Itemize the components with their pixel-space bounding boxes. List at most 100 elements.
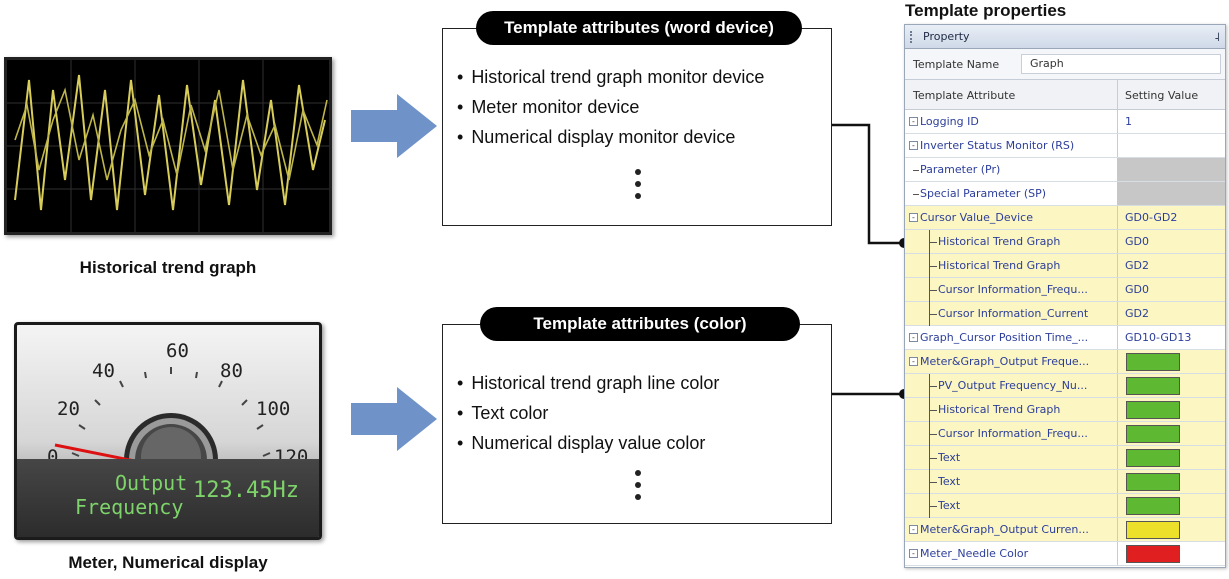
color-swatch[interactable] <box>1126 449 1180 467</box>
property-row[interactable]: Parameter (Pr) <box>905 158 1225 182</box>
property-row[interactable]: Cursor Information_Frequ... GD0 <box>905 278 1225 302</box>
property-row[interactable]: -Meter_Needle Color <box>905 542 1225 566</box>
color-swatch[interactable] <box>1126 545 1180 563</box>
more-dots-icon <box>635 470 641 506</box>
property-name: Cursor Information_Current <box>938 307 1089 320</box>
expand-toggle-icon[interactable]: - <box>909 549 918 558</box>
property-row[interactable]: Historical Trend Graph <box>905 398 1225 422</box>
property-row[interactable]: -Graph_Cursor Position Time_... GD10-GD13 <box>905 326 1225 350</box>
property-name: Text <box>938 475 961 488</box>
property-name: Cursor Information_Frequ... <box>938 427 1088 440</box>
color-swatch[interactable] <box>1126 425 1180 443</box>
meter-caption: Meter, Numerical display <box>68 553 268 572</box>
property-name: Cursor Information_Frequ... <box>938 283 1088 296</box>
list-item: Historical trend graph monitor device <box>457 62 764 92</box>
color-swatch[interactable] <box>1126 353 1180 371</box>
property-panel: Property ˨ Template Name Graph Template … <box>904 24 1226 568</box>
expand-toggle-icon[interactable]: - <box>909 525 918 534</box>
disabled-value-cell <box>1117 158 1225 181</box>
property-name: Text <box>938 499 961 512</box>
trend-line-2 <box>14 87 328 181</box>
color-swatch[interactable] <box>1126 497 1180 515</box>
list-item: Numerical display monitor device <box>457 122 764 152</box>
property-row[interactable]: Text <box>905 446 1225 470</box>
property-value[interactable]: GD0 <box>1125 283 1149 296</box>
display-label-output: Output <box>115 471 188 495</box>
expand-toggle-icon[interactable]: - <box>909 141 918 150</box>
more-dots-icon <box>635 169 641 205</box>
word-device-list: Historical trend graph monitor device Me… <box>457 62 764 152</box>
trend-graph-plot <box>7 60 329 232</box>
numerical-display: Output Frequency 123.45Hz <box>17 459 319 537</box>
property-name: Graph_Cursor Position Time_... <box>920 331 1089 344</box>
list-item: Text color <box>457 398 719 428</box>
property-value[interactable]: GD2 <box>1125 307 1149 320</box>
expand-toggle-icon[interactable]: - <box>909 117 918 126</box>
property-name: Inverter Status Monitor (RS) <box>920 139 1075 152</box>
property-name: Special Parameter (SP) <box>920 187 1047 200</box>
template-name-row: Template Name Graph <box>905 49 1225 80</box>
color-swatch[interactable] <box>1126 401 1180 419</box>
meter-scale-60: 60 <box>166 340 189 362</box>
property-name: PV_Output Frequency_Nu... <box>938 379 1088 392</box>
property-row[interactable]: Text <box>905 470 1225 494</box>
template-name-field[interactable]: Graph <box>1021 54 1221 74</box>
connector-lines <box>832 123 909 399</box>
property-value[interactable]: GD0 <box>1125 235 1149 248</box>
property-value[interactable]: 1 <box>1125 115 1132 128</box>
property-row[interactable]: Historical Trend Graph GD0 <box>905 230 1225 254</box>
list-item: Numerical display value color <box>457 428 719 458</box>
property-row[interactable]: Special Parameter (SP) <box>905 182 1225 206</box>
property-row[interactable]: PV_Output Frequency_Nu... <box>905 374 1225 398</box>
property-value[interactable]: GD10-GD13 <box>1125 331 1192 344</box>
property-name: Meter_Needle Color <box>920 547 1029 560</box>
color-attributes-box: Historical trend graph line color Text c… <box>442 324 832 524</box>
property-row[interactable]: Text <box>905 494 1225 518</box>
expand-toggle-icon[interactable]: - <box>909 213 918 222</box>
meter-scale-100: 100 <box>256 398 291 420</box>
property-name: Cursor Value_Device <box>920 211 1033 224</box>
meter-scale-20: 20 <box>57 398 80 420</box>
property-name: Meter&Graph_Output Curren... <box>920 523 1089 536</box>
color-title: Template attributes (color) <box>480 307 800 341</box>
meter-scale-80: 80 <box>220 360 243 382</box>
meter-scale-0: 0 <box>47 446 59 468</box>
color-swatch[interactable] <box>1126 377 1180 395</box>
property-row[interactable]: Cursor Information_Frequ... <box>905 422 1225 446</box>
meter-scale-40: 40 <box>92 360 115 382</box>
trend-graph-caption: Historical trend graph <box>79 258 257 277</box>
display-value: 123.45Hz <box>193 478 299 503</box>
expand-toggle-icon[interactable]: - <box>909 333 918 342</box>
meter-image: 0 20 40 60 80 100 120 Output Frequency 1… <box>14 322 322 540</box>
property-row[interactable]: -Inverter Status Monitor (RS) <box>905 134 1225 158</box>
property-name: Text <box>938 451 961 464</box>
template-properties-caption: Template properties <box>905 1 1067 20</box>
arrow-right-icon <box>351 387 437 451</box>
color-swatch[interactable] <box>1126 521 1180 539</box>
expand-toggle-icon[interactable]: - <box>909 357 918 366</box>
property-panel-title: Property <box>923 30 970 43</box>
property-name: Historical Trend Graph <box>938 235 1061 248</box>
word-device-attributes-box: Historical trend graph monitor device Me… <box>442 28 832 226</box>
color-list: Historical trend graph line color Text c… <box>457 368 719 458</box>
arrow-right-icon <box>351 94 437 158</box>
property-row[interactable]: -Meter&Graph_Output Freque... <box>905 350 1225 374</box>
meter-needle <box>54 443 136 463</box>
color-swatch[interactable] <box>1126 473 1180 491</box>
property-name: Historical Trend Graph <box>938 403 1061 416</box>
column-setting-value: Setting Value <box>1125 89 1199 102</box>
property-row[interactable]: -Cursor Value_Device GD0-GD2 <box>905 206 1225 230</box>
word-device-title: Template attributes (word device) <box>476 11 802 45</box>
property-name: Meter&Graph_Output Freque... <box>920 355 1090 368</box>
pin-icon[interactable]: ˨ <box>1214 30 1220 44</box>
property-value[interactable]: GD2 <box>1125 259 1149 272</box>
historical-trend-graph-image <box>4 57 332 235</box>
list-item: Historical trend graph line color <box>457 368 719 398</box>
property-row[interactable]: -Meter&Graph_Output Curren... <box>905 518 1225 542</box>
disabled-value-cell <box>1117 182 1225 205</box>
property-row[interactable]: Cursor Information_Current GD2 <box>905 302 1225 326</box>
template-name-label: Template Name <box>913 58 1000 71</box>
property-value[interactable]: GD0-GD2 <box>1125 211 1178 224</box>
